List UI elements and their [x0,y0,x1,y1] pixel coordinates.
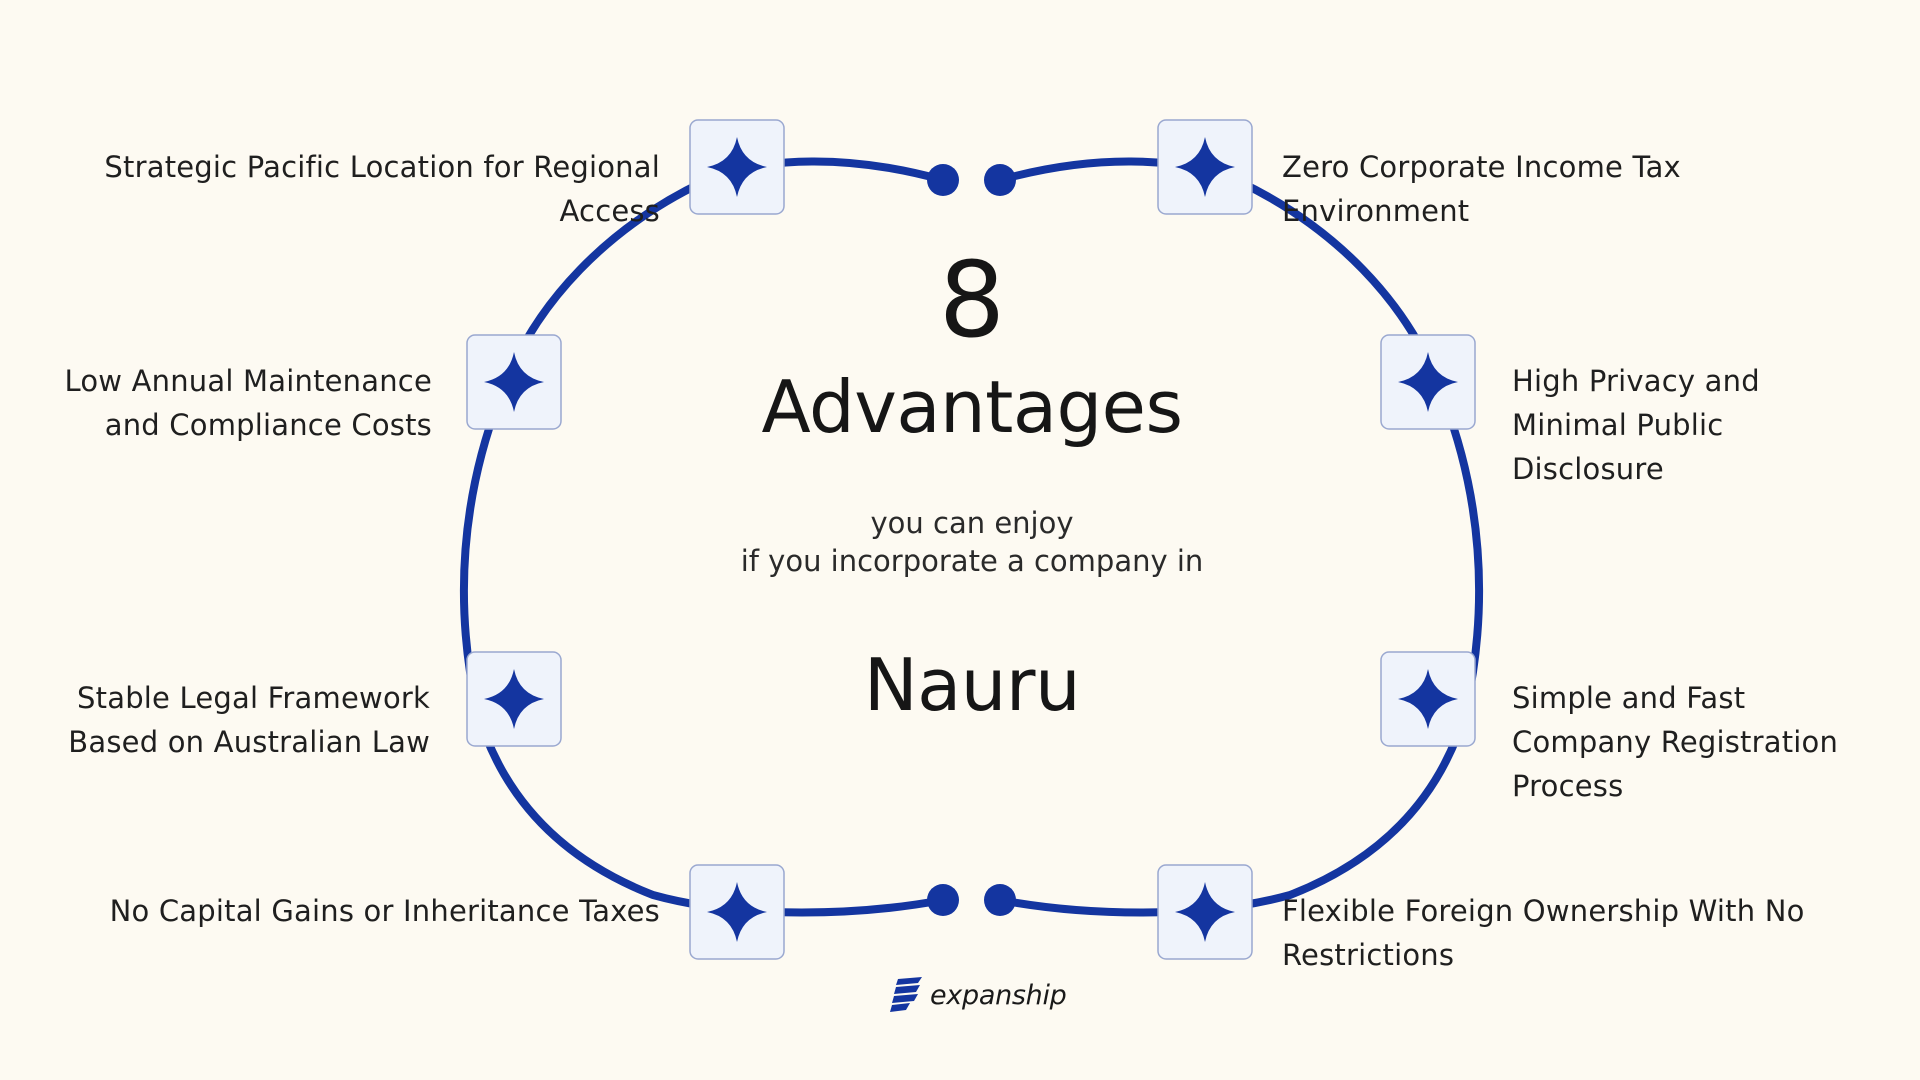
advantage-8-line-1: Flexible Foreign Ownership With No [1282,894,1805,928]
icon-tile-1 [689,119,785,215]
four-point-star-icon [1398,669,1458,729]
icon-tile-6 [1380,334,1476,430]
advantage-7-line-1: Simple and Fast [1512,681,1746,715]
center-subline-2: if you incorporate a company in [740,544,1204,578]
advantage-1-line-2: Access [559,194,660,228]
advantage-6-line-2: Minimal Public [1512,408,1724,442]
country-name: Nauru [863,643,1081,727]
four-point-star-icon [1175,882,1235,942]
icon-tile-3 [466,651,562,747]
advantage-1: Strategic Pacific Location for Regional … [40,145,660,233]
center-subline-1: you can enjoy [870,506,1074,540]
advantage-1-line-1: Strategic Pacific Location for Regional [104,150,660,184]
four-point-star-icon [707,882,767,942]
center-heading: Advantages [761,365,1183,449]
advantage-2-line-2: and Compliance Costs [104,408,432,442]
advantage-2: Low Annual Maintenance and Compliance Co… [20,359,432,447]
advantage-7-line-2: Company Registration [1512,725,1839,759]
icon-tile-7 [1380,651,1476,747]
four-point-star-icon [484,669,544,729]
four-point-star-icon [707,137,767,197]
brand-name: expanship [930,979,1067,1011]
advantage-3-line-2: Based on Australian Law [68,725,430,759]
ring-end-dot-bottom-right [984,884,1016,916]
advantage-8-line-2: Restrictions [1282,938,1455,972]
advantage-6-line-3: Disclosure [1512,452,1664,486]
advantage-3: Stable Legal Framework Based on Australi… [20,676,430,764]
four-point-star-icon [484,352,544,412]
advantage-6: High Privacy and Minimal Public Disclosu… [1512,359,1892,491]
icon-tiles [466,119,1476,960]
ring-end-dot-top-right [984,164,1016,196]
four-point-star-icon [1398,352,1458,412]
advantage-5-line-1: Zero Corporate Income Tax [1282,150,1681,184]
advantage-4: No Capital Gains or Inheritance Taxes [40,889,660,933]
icon-tile-2 [466,334,562,430]
icon-tile-4 [689,864,785,960]
advantage-7: Simple and Fast Company Registration Pro… [1512,676,1892,808]
advantage-2-line-1: Low Annual Maintenance [64,364,432,398]
icon-tile-5 [1157,119,1253,215]
advantage-8: Flexible Foreign Ownership With No Restr… [1282,889,1902,977]
expanship-logo-icon [890,977,922,1012]
icon-tile-8 [1157,864,1253,960]
advantage-3-line-1: Stable Legal Framework [77,681,430,715]
advantage-6-line-1: High Privacy and [1512,364,1760,398]
advantage-5: Zero Corporate Income Tax Environment [1282,145,1882,233]
advantage-count: 8 [938,239,1006,361]
four-point-star-icon [1175,137,1235,197]
ring-end-dot-bottom-left [927,884,959,916]
brand-logo: expanship [888,975,1067,1015]
advantage-5-line-2: Environment [1282,194,1470,228]
advantage-7-line-3: Process [1512,769,1624,803]
advantage-4-line-1: No Capital Gains or Inheritance Taxes [109,894,660,928]
ring-end-dot-top-left [927,164,959,196]
